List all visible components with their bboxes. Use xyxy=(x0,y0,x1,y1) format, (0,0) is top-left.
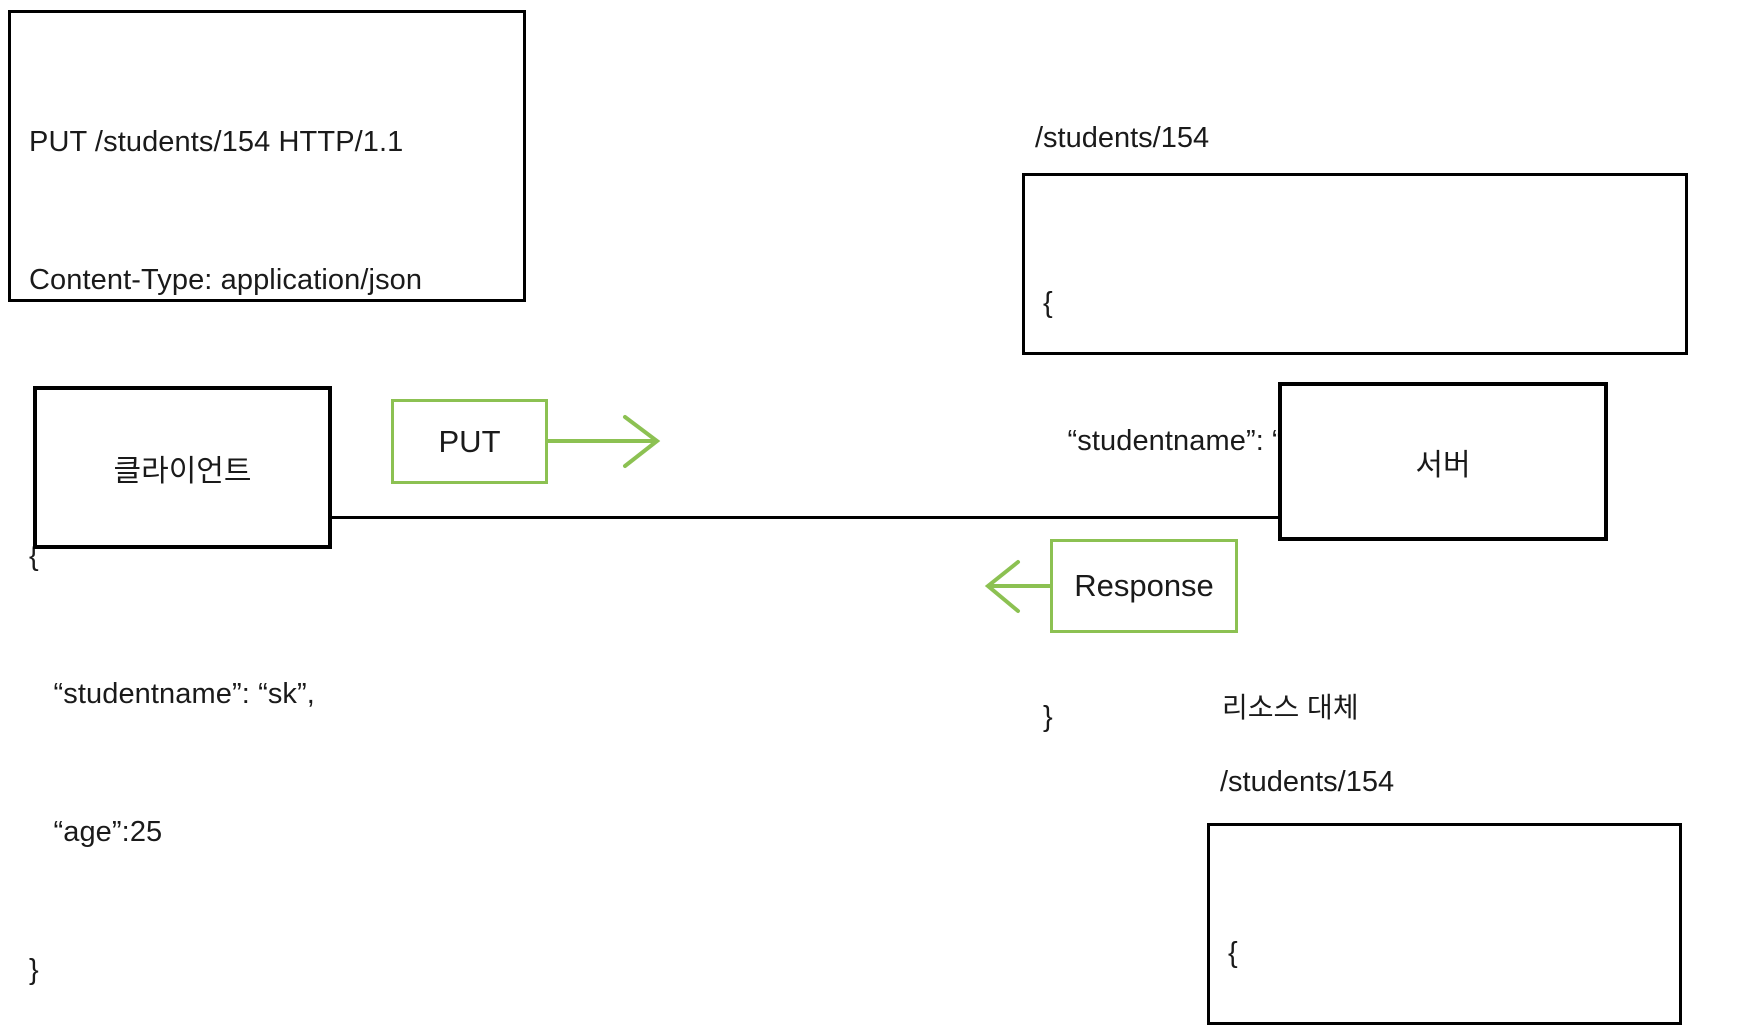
client-node-label: 클라이언트 xyxy=(113,454,252,488)
resource-after-line-1: { xyxy=(1228,937,1238,969)
request-line-4: { xyxy=(29,540,39,572)
response-badge: Response xyxy=(1050,539,1238,633)
put-method-badge: PUT xyxy=(391,399,548,484)
request-line-5: “studentname”: “sk”, xyxy=(29,678,315,710)
resource-after-path-label: /students/154 xyxy=(1220,766,1395,798)
resource-before-line-1: { xyxy=(1043,287,1053,319)
client-node: 클라이언트 xyxy=(33,386,332,549)
server-node: 서버 xyxy=(1278,382,1608,541)
request-line-6: “age”:25 xyxy=(29,816,163,848)
request-line-1: PUT /students/154 HTTP/1.1 xyxy=(29,126,404,158)
resource-before-path-label: /students/154 xyxy=(1035,122,1210,154)
resource-after-caption: 리소스 대체 xyxy=(1222,692,1359,723)
client-server-connector xyxy=(329,516,1281,519)
resource-before-box: { “studentname”: “sk”, “age”:20 } xyxy=(1022,173,1688,733)
request-line-7: } xyxy=(29,954,39,986)
request-line-2: Content-Type: application/json xyxy=(29,264,423,296)
http-put-request-box: PUT /students/154 HTTP/1.1 Content-Type:… xyxy=(8,10,526,986)
response-badge-label: Response xyxy=(1074,568,1214,603)
put-request-arrow xyxy=(546,415,661,468)
resource-before-line-4: } xyxy=(1043,701,1053,733)
resource-after-box: { “studentname”: “sk”, “age”:25 } xyxy=(1207,823,1682,1025)
server-node-label: 서버 xyxy=(1415,448,1471,482)
put-method-badge-label: PUT xyxy=(438,423,501,459)
